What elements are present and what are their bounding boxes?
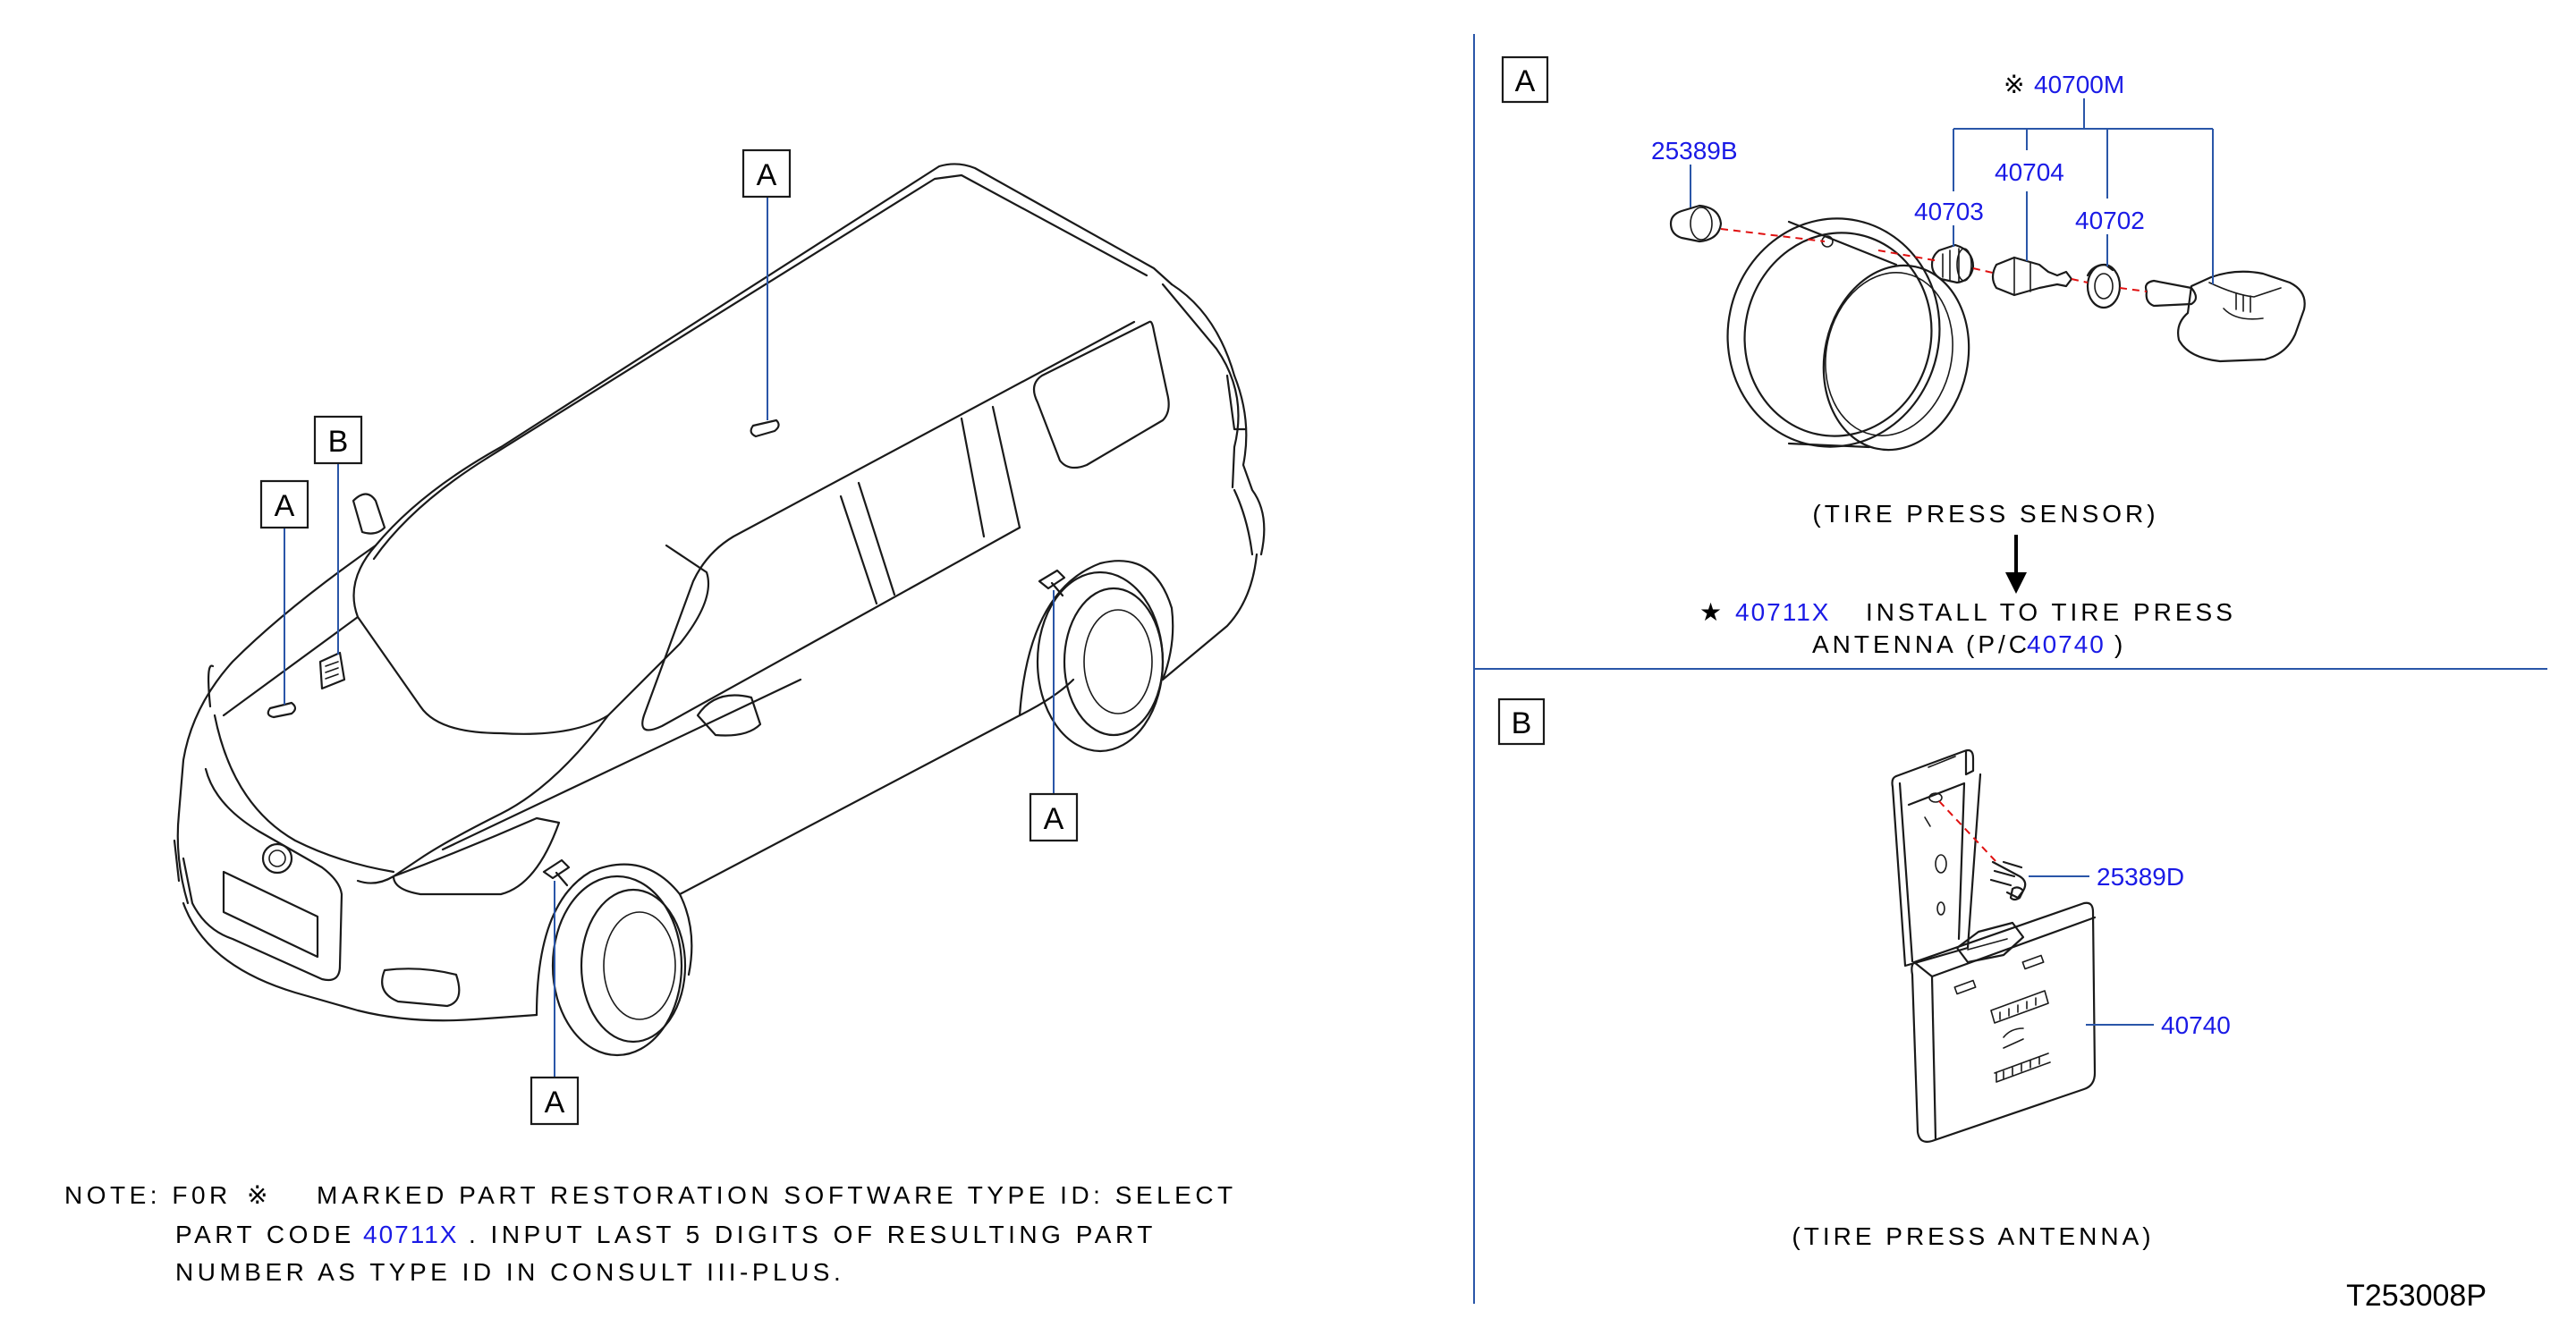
valve-40704 — [1991, 256, 2073, 297]
callout-label: A — [545, 1086, 565, 1120]
callout-label: A — [757, 158, 777, 192]
marker-symbol-40700m: ※ — [2004, 71, 2024, 98]
nut-40703 — [1930, 243, 1975, 284]
note-marker-symbol: ※ — [247, 1181, 267, 1209]
antenna-text-2: ) — [2114, 630, 2126, 658]
part-number-40711x[interactable]: 40711X — [1735, 598, 1830, 626]
callout-box-roof: A — [741, 148, 792, 199]
grommet-40702 — [2086, 263, 2122, 309]
note-line3: NUMBER AS TYPE ID IN CONSULT III-PLUS. — [175, 1258, 844, 1286]
antenna-text-1: ANTENNA (P/C — [1812, 630, 2030, 658]
callout-box-rear-wheel: A — [1029, 792, 1079, 842]
wheel-rim — [1726, 217, 1970, 452]
callout-label: B — [328, 425, 349, 459]
sensor-body — [2144, 270, 2306, 363]
note-line2-text: . INPUT LAST 5 DIGITS OF RESULTING PART — [469, 1221, 1157, 1248]
callout-label: A — [1044, 802, 1064, 836]
note-line2-prefix: PART CODE — [175, 1221, 355, 1248]
diagram-reference-code: T253008P — [2346, 1279, 2487, 1313]
note-line1-text: MARKED PART RESTORATION SOFTWARE TYPE ID… — [317, 1181, 1237, 1209]
caption-tire-press-antenna: (TIRE PRESS ANTENNA) — [1792, 1222, 2154, 1250]
caption-tire-press-sensor: (TIRE PRESS SENSOR) — [1812, 500, 2158, 528]
section-a: A — [1501, 55, 2306, 658]
antenna-module — [1911, 901, 2097, 1143]
screw-25389d — [1989, 860, 2027, 901]
part-number-40740-ref[interactable]: 40740 — [2027, 630, 2106, 658]
part-number-40704[interactable]: 40704 — [1995, 158, 2064, 186]
alignment-line-screw — [1938, 800, 1997, 863]
section-a-label: A — [1515, 64, 1536, 98]
vehicle-illustration — [173, 163, 1266, 1057]
callout-box-hood-b: B — [313, 415, 363, 465]
star-icon: ★ — [1699, 598, 1722, 626]
callout-box-hood-a: A — [259, 479, 309, 529]
part-number-40702[interactable]: 40702 — [2075, 207, 2145, 234]
assembly-bracket-40700m — [1953, 98, 2214, 284]
note-block: NOTE: F0R ※ MARKED PART RESTORATION SOFT… — [64, 1181, 1237, 1286]
antenna-bracket — [1891, 748, 1982, 968]
alignment-line-sensor — [1720, 228, 2148, 292]
valve-cap-25389b — [1669, 204, 1723, 243]
section-b: B — [1497, 697, 2231, 1250]
sensor-mark-front-wheel — [542, 858, 571, 887]
callout-box-front-wheel: A — [530, 1076, 580, 1126]
part-number-40700m[interactable]: 40700M — [2034, 71, 2124, 98]
section-b-label: B — [1512, 706, 1532, 740]
part-number-40740[interactable]: 40740 — [2161, 1011, 2231, 1039]
sensor-mark-hood — [267, 701, 297, 719]
sensor-mark-roof — [750, 418, 780, 438]
down-arrow-icon — [2005, 535, 2027, 594]
part-number-25389d[interactable]: 25389D — [2097, 863, 2184, 891]
antenna-mark-hood — [318, 651, 346, 690]
callout-label: A — [275, 489, 295, 523]
sensor-mark-rear-wheel — [1038, 569, 1066, 597]
part-number-40703[interactable]: 40703 — [1914, 198, 1984, 225]
install-text: INSTALL TO TIRE PRESS — [1866, 598, 2236, 626]
part-number-25389b[interactable]: 25389B — [1651, 137, 1738, 165]
note-line1-prefix: NOTE: F0R — [64, 1181, 232, 1209]
note-part-number-40711x[interactable]: 40711X — [363, 1221, 458, 1248]
